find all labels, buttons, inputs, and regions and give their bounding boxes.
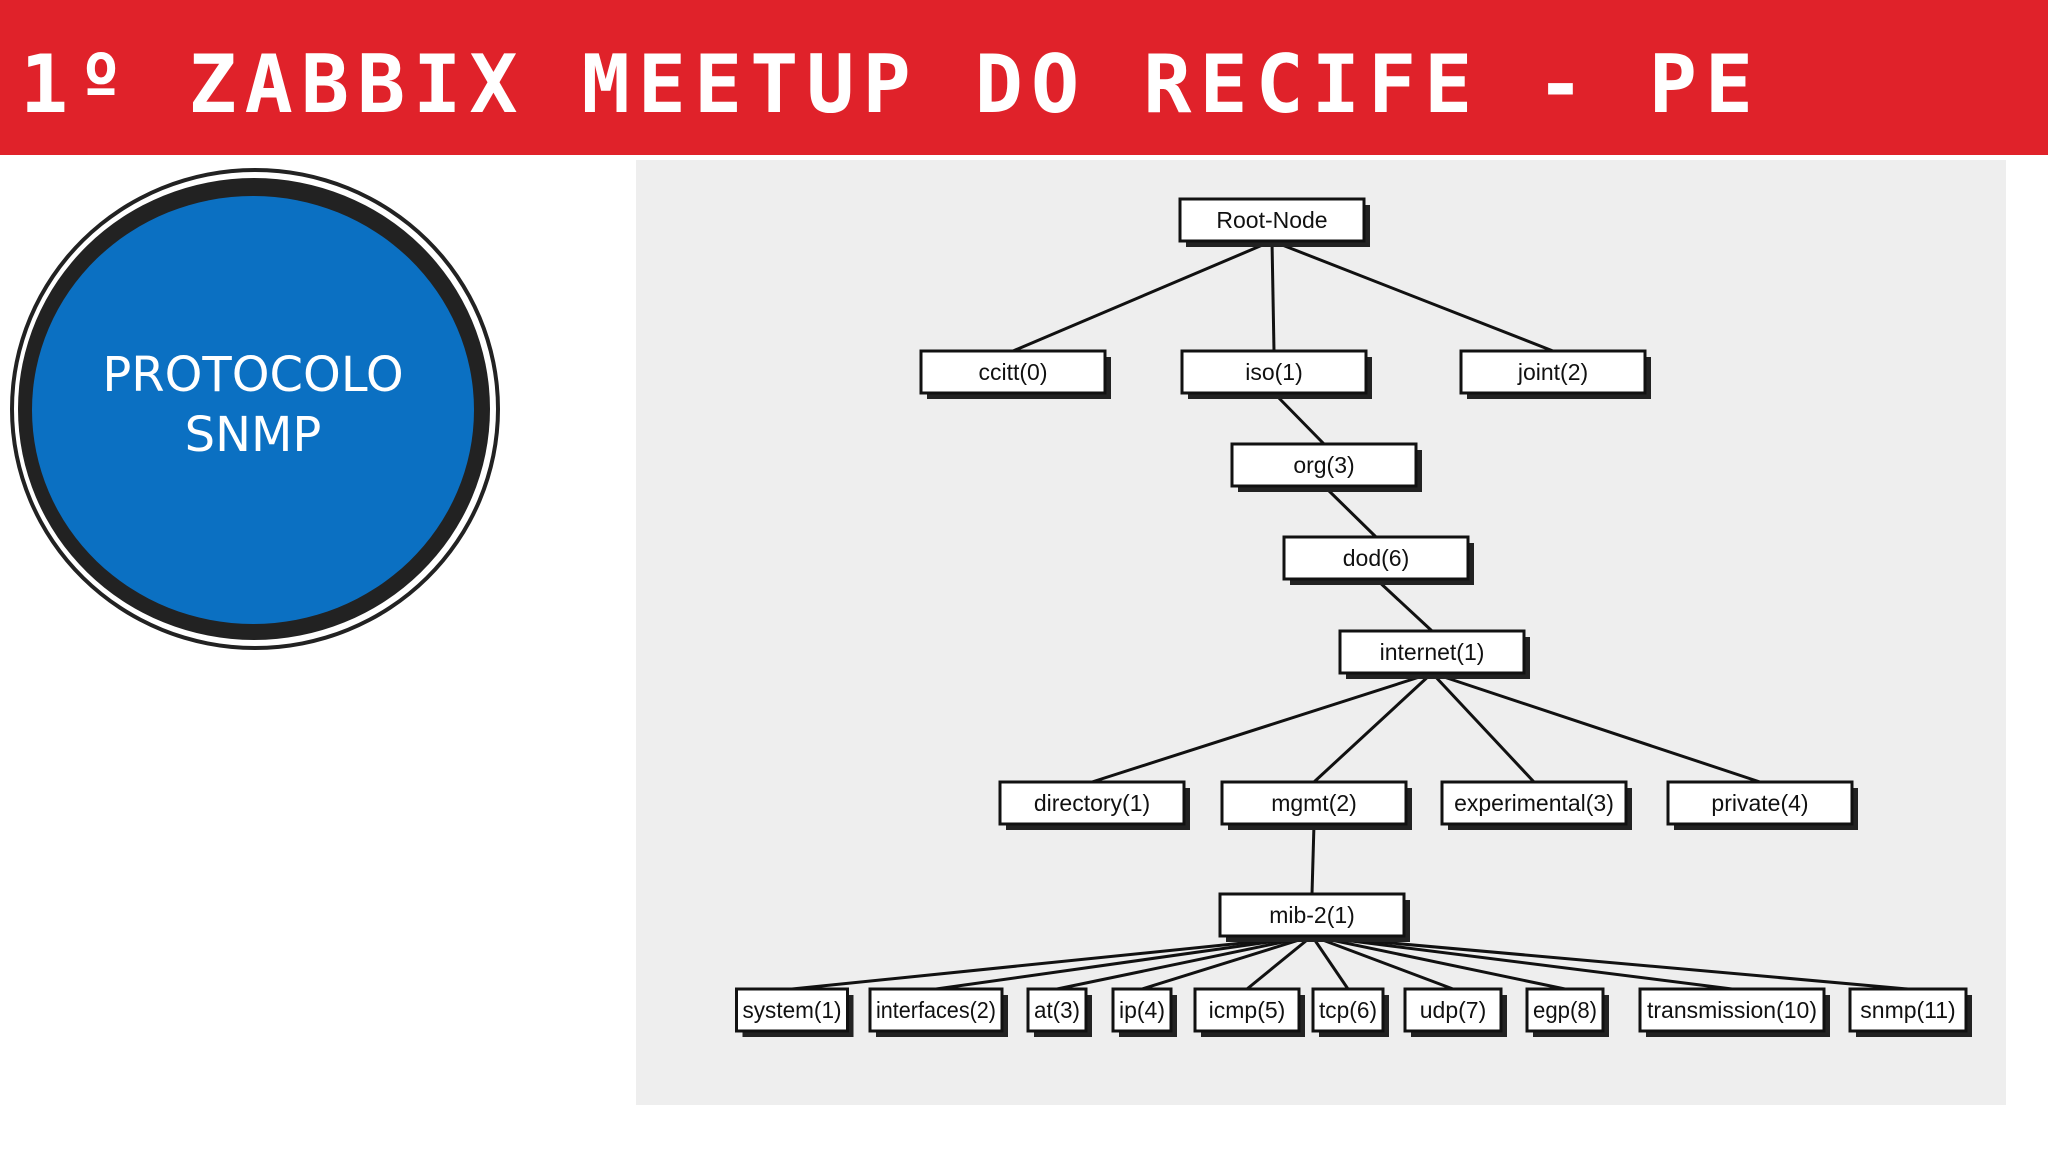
tree-node-leaf-3: ip(4) (1111, 987, 1177, 1037)
tree-edges (791, 239, 1909, 991)
node-label: Root-Node (1216, 207, 1327, 233)
node-box (1638, 987, 1826, 1033)
node-label: egp(8) (1533, 997, 1597, 1023)
tree-edge (1311, 934, 1733, 991)
node-label: internet(1) (1380, 639, 1485, 665)
tree-edge (1311, 934, 1909, 991)
node-label: system(1) (743, 997, 842, 1023)
tree-edge (1322, 484, 1378, 539)
node-label: transmission(10) (1647, 997, 1817, 1023)
page-title: 1º ZABBIX MEETUP DO RECIFE - PE (20, 38, 1762, 131)
node-box (1282, 535, 1470, 581)
node-label: snmp(11) (1860, 997, 1955, 1023)
topic-label: PROTOCOLO SNMP (32, 345, 474, 465)
node-box (1525, 987, 1605, 1033)
tree-node-l1-0: ccitt(0) (919, 349, 1111, 399)
tree-edge (1141, 934, 1313, 991)
node-label: experimental(3) (1454, 790, 1614, 816)
node-box (1026, 987, 1088, 1033)
tree-node-org: org(3) (1230, 442, 1422, 492)
tree-edge (1246, 934, 1313, 991)
node-label: ip(4) (1119, 997, 1165, 1023)
tree-node-l5-2: experimental(3) (1440, 780, 1632, 830)
node-box (1403, 987, 1503, 1033)
node-label: udp(7) (1420, 997, 1486, 1023)
node-box (1178, 197, 1366, 243)
tree-node-leaf-2: at(3) (1026, 987, 1092, 1037)
tree-node-l1-1: iso(1) (1180, 349, 1372, 399)
node-box (1220, 780, 1408, 826)
node-box (1311, 987, 1385, 1033)
tree-node-leaf-5: tcp(6) (1311, 987, 1389, 1037)
tree-edge (1431, 671, 1761, 784)
tree-edge (1311, 934, 1454, 991)
node-label: tcp(6) (1319, 997, 1377, 1023)
topic-circle (32, 196, 474, 624)
node-box (1440, 780, 1628, 826)
tree-edge (1056, 934, 1313, 991)
node-box (1218, 892, 1406, 938)
tree-node-l5-3: private(4) (1666, 780, 1858, 830)
tree-node-l5-1: mgmt(2) (1220, 780, 1412, 830)
node-box (1666, 780, 1854, 826)
tree-node-leaf-4: icmp(5) (1193, 987, 1305, 1037)
tree-edge (1012, 239, 1273, 353)
tree-edge (1310, 823, 1316, 895)
tree-node-mib2: mib-2(1) (1218, 892, 1410, 942)
node-box (1193, 987, 1301, 1033)
node-box (1111, 987, 1173, 1033)
tree-node-internet: internet(1) (1338, 629, 1530, 679)
mib-tree-diagram: Root-Node ccitt(0) iso(1) joint(2) org(3) dod… (636, 160, 2006, 1105)
tree-node-l1-2: joint(2) (1459, 349, 1651, 399)
mib-tree-svg: Root-Node ccitt(0) iso(1) joint(2) org(3) dod… (735, 197, 1972, 1037)
node-box (1848, 987, 1968, 1033)
node-label: mgmt(2) (1271, 790, 1357, 816)
tree-node-dod: dod(6) (1282, 535, 1474, 585)
tree-edge (1430, 671, 1536, 784)
node-label: iso(1) (1245, 359, 1303, 385)
node-box (1230, 442, 1418, 488)
tree-edge (1312, 671, 1434, 784)
tree-edge (935, 934, 1313, 991)
node-box (998, 780, 1186, 826)
tree-edge (1310, 935, 1350, 990)
node-box (1338, 629, 1526, 675)
tree-node-leaf-8: transmission(10) (1638, 987, 1830, 1037)
node-label: icmp(5) (1209, 997, 1286, 1023)
tree-edge (1271, 239, 1554, 353)
node-label: org(3) (1293, 452, 1354, 478)
node-box (919, 349, 1107, 395)
tree-edge (791, 934, 1313, 991)
topic-line-2: SNMP (184, 407, 322, 463)
node-label: interfaces(2) (876, 997, 996, 1023)
node-box (1459, 349, 1647, 395)
node-label: mib-2(1) (1269, 902, 1355, 928)
node-label: directory(1) (1034, 790, 1150, 816)
tree-node-leaf-7: egp(8) (1525, 987, 1609, 1037)
title-banner: 1º ZABBIX MEETUP DO RECIFE - PE (0, 0, 2048, 155)
node-box (735, 987, 849, 1033)
tree-node-leaf-1: interfaces(2) (868, 987, 1008, 1037)
topic-line-1: PROTOCOLO (102, 347, 404, 403)
tree-node-leaf-9: snmp(11) (1848, 987, 1972, 1037)
node-label: joint(2) (1517, 359, 1588, 385)
node-label: private(4) (1711, 790, 1808, 816)
node-box (1180, 349, 1368, 395)
node-label: at(3) (1034, 997, 1080, 1023)
node-label: dod(6) (1343, 545, 1409, 571)
tree-edge (1374, 577, 1434, 633)
tree-node-leaf-6: udp(7) (1403, 987, 1507, 1037)
node-label: ccitt(0) (979, 359, 1048, 385)
tree-node-leaf-0: system(1) (735, 987, 854, 1037)
tree-node-root: Root-Node (1178, 197, 1370, 247)
tree-edge (1311, 934, 1566, 991)
tree-node-l5-0: directory(1) (998, 780, 1190, 830)
node-box (868, 987, 1004, 1033)
tree-edge (1270, 240, 1276, 352)
tree-edge (1272, 391, 1326, 446)
tree-edge (1091, 671, 1433, 784)
tree-nodes: Root-Node ccitt(0) iso(1) joint(2) org(3) dod… (735, 197, 1972, 1037)
